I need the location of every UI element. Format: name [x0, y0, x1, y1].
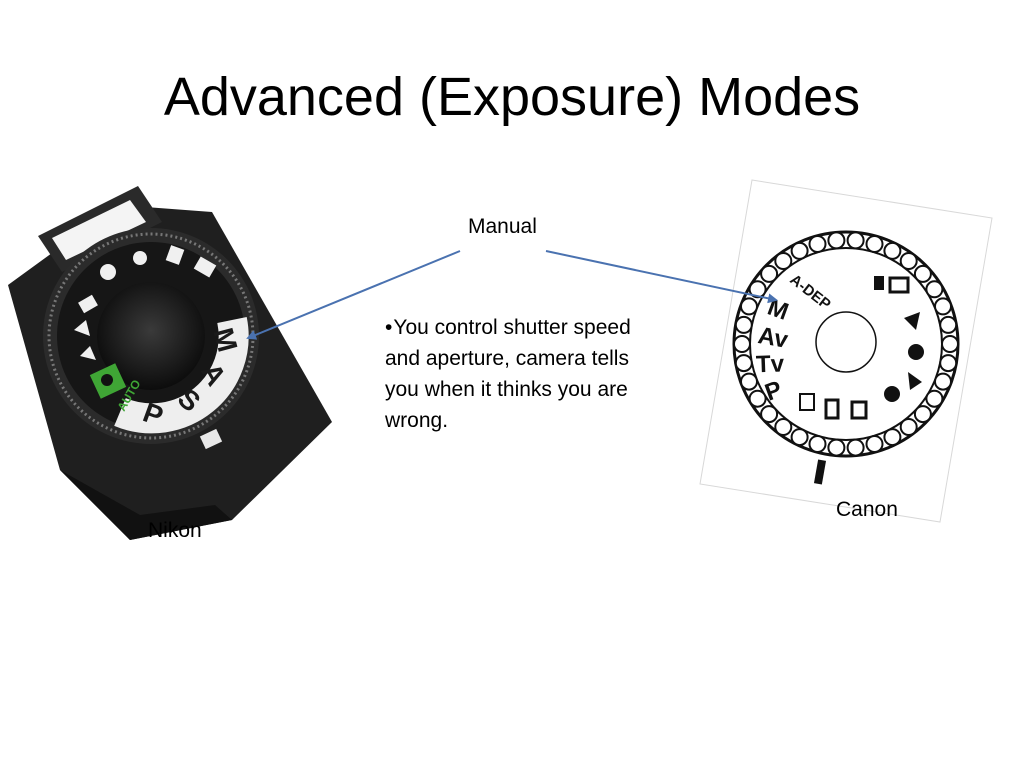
canon-dial-ridge — [734, 315, 753, 334]
canon-dial-ridge — [934, 372, 952, 391]
bullet-point: •You control shutter speed and aperture,… — [385, 312, 653, 436]
canon-dial-ridge — [913, 264, 932, 283]
canon-dial-ridge — [934, 297, 952, 316]
canon-dial-ridge — [899, 418, 918, 436]
canon-dial-ridge — [740, 372, 758, 391]
canon-dial-ridge — [734, 354, 753, 373]
manual-label: Manual — [468, 215, 537, 238]
canon-mode-tv: Tv — [756, 350, 786, 378]
canon-dial-ridge — [939, 315, 958, 334]
canon-dial-ridge — [760, 264, 779, 283]
nikon-caption: Nikon — [148, 519, 202, 542]
canon-dial-ridge — [925, 389, 944, 408]
canon-dial-ridge — [774, 418, 793, 436]
canon-dial-ridge — [925, 280, 944, 299]
canon-dial-ridge — [740, 297, 758, 316]
canon-dial-ridge — [790, 428, 809, 447]
canon-mode-dial-image: A-DEP M Av Tv P — [699, 179, 993, 523]
canon-dial-ridge — [808, 235, 827, 253]
canon-dial-ridge — [941, 335, 959, 353]
canon-dial-ridge — [790, 241, 809, 260]
canon-dial-ridge — [733, 335, 751, 353]
bullet-marker: • — [385, 316, 393, 339]
canon-dial-ridge — [760, 405, 779, 424]
canon-dial-ridge — [883, 241, 902, 260]
canon-dial-ridge — [865, 235, 884, 253]
canon-dial-ridge — [939, 354, 958, 373]
canon-dial-ridge — [865, 435, 884, 453]
canon-dial-ridge — [827, 438, 846, 457]
canon-dial-ridge — [846, 231, 865, 250]
canon-dial-ridge — [774, 252, 793, 270]
canon-dial-ridge — [883, 428, 902, 447]
canon-caption: Canon — [836, 498, 898, 521]
canon-dial-ridge — [827, 231, 846, 250]
arrow-to-canon-m — [545, 250, 778, 304]
canon-dial-ridge — [899, 252, 918, 270]
nikon-mode-dial-image: AUTO M A S P — [8, 186, 332, 540]
canon-dial-ridge — [846, 438, 865, 457]
bullet-text: You control shutter speed and aperture, … — [385, 316, 631, 432]
canon-dial-ridge — [748, 389, 767, 408]
arrow-to-nikon-m — [246, 250, 461, 340]
canon-dial-ridge — [748, 280, 767, 299]
canon-dial-ridge — [808, 435, 827, 453]
canon-mode-av: Av — [756, 322, 791, 354]
canon-dial-ridge — [913, 405, 932, 424]
slide-title: Advanced (Exposure) Modes — [163, 67, 861, 127]
